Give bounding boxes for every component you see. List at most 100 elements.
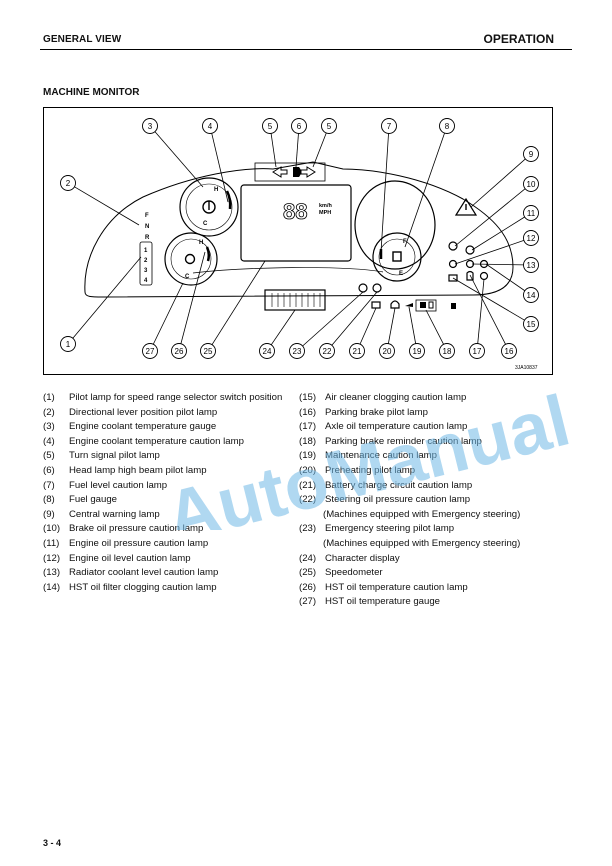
legend-number: (13) <box>43 567 61 579</box>
callout-leader-line <box>471 263 524 266</box>
fuel-icon <box>392 251 402 262</box>
callout-circle <box>379 343 395 359</box>
legend-item: (16)Parking brake pilot lamp <box>299 406 559 421</box>
legend-number: (20) <box>299 464 317 476</box>
callout-circle <box>289 343 305 359</box>
callout-leader-line <box>425 309 444 345</box>
callout-leader-line <box>477 278 485 344</box>
callout-number: 7 <box>387 122 392 131</box>
legend-text: Speedometer <box>325 567 383 579</box>
fuel-gauge <box>372 232 422 282</box>
legend-number: (3) <box>43 421 55 433</box>
callout: 15 <box>452 277 539 332</box>
callout-circle <box>523 205 539 221</box>
callout-leader-line <box>152 282 184 345</box>
legend-number: (25) <box>299 567 317 579</box>
callout: 21 <box>349 307 377 359</box>
callout-number: 16 <box>505 347 514 356</box>
parking-brake-lamp <box>466 270 474 281</box>
callout-circle <box>381 118 397 134</box>
legend-text: HST oil filter clogging caution lamp <box>69 581 217 593</box>
fuel-gauge-full-mark: F <box>403 239 407 245</box>
legend-number: (8) <box>43 494 55 506</box>
callout-leader-line <box>211 260 266 345</box>
svg-text:2: 2 <box>144 258 148 264</box>
callout-circle <box>171 343 187 359</box>
callout-number: 15 <box>527 320 536 329</box>
legend-item: (12)Engine oil level caution lamp <box>43 552 303 567</box>
callout: 5 <box>312 118 337 168</box>
callout-circle <box>439 118 455 134</box>
legend-text: Central warning lamp <box>69 508 160 520</box>
svg-text:3: 3 <box>144 268 148 274</box>
legend-item: (15)Air cleaner clogging caution lamp <box>299 391 559 406</box>
callout: 10 <box>454 176 539 247</box>
legend-item: (5)Turn signal pilot lamp <box>43 449 303 464</box>
callout: 8 <box>404 118 455 248</box>
callout-circle <box>523 257 539 273</box>
svg-text:4: 4 <box>144 278 148 284</box>
legend-item: (11)Engine oil pressure caution lamp <box>43 537 303 552</box>
legend-number: (5) <box>43 450 55 462</box>
callout: 16 <box>469 274 517 359</box>
callout-leader-line <box>469 274 506 345</box>
character-display <box>264 289 326 311</box>
monitor-panel-inner-line <box>192 267 384 274</box>
legend-item: (10)Brake oil pressure caution lamp <box>43 522 303 537</box>
legend-item: (20) Preheating pilot lamp <box>299 464 559 479</box>
callout-leader-line <box>74 186 140 226</box>
callout-number: 17 <box>473 347 482 356</box>
callout: 6 <box>291 118 307 168</box>
legend-number: (24) <box>299 552 317 564</box>
preheating-lamp <box>390 300 400 309</box>
callout-number: 2 <box>66 179 71 188</box>
callout-number: 5 <box>268 122 273 131</box>
callout-circle <box>142 118 158 134</box>
speedometer-display <box>240 184 352 262</box>
callout-number: 12 <box>527 234 536 243</box>
callout-number: 9 <box>529 150 534 159</box>
legend-item: (9) Central warning lamp <box>43 508 303 523</box>
speed-unit-kmh: km/h <box>319 203 332 209</box>
legend-item: (27)HST oil temperature gauge <box>299 595 559 610</box>
callout-circle <box>319 343 335 359</box>
legend-number: (9) <box>43 508 55 520</box>
callout-leader-line <box>359 307 377 345</box>
legend-number: (11) <box>43 537 60 549</box>
turn-high-beam-lamp-group <box>254 162 326 182</box>
legend-text: Preheating pilot lamp <box>325 464 416 476</box>
svg-text:1: 1 <box>144 248 148 254</box>
legend-number: (15) <box>299 392 317 403</box>
legend-text: Engine coolant temperature gauge <box>69 421 217 433</box>
legend-text: Steering oil pressure caution lamp <box>325 494 471 506</box>
callout-number: 8 <box>445 122 450 131</box>
callout-circle <box>523 287 539 303</box>
callout: 14 <box>485 263 539 303</box>
callout-circle <box>523 176 539 192</box>
legend-item: (21)Battery charge circuit caution lamp <box>299 479 559 494</box>
callout-leader-line <box>452 277 525 321</box>
engine-oil-pressure-lamp <box>465 245 475 255</box>
callout-leader-line <box>72 256 142 339</box>
legend-number: (27) <box>299 596 317 608</box>
legend-text: Brake oil pressure caution lamp <box>69 523 204 535</box>
coolant-temp-gauge <box>179 177 239 237</box>
legend-text: Maintenance caution lamp <box>325 450 437 462</box>
callout: 19 <box>408 306 425 359</box>
legend-text: Battery charge circuit caution lamp <box>325 479 473 491</box>
legend-text: Axle oil temperature caution lamp <box>325 421 468 433</box>
callout-circle <box>259 343 275 359</box>
coolant-temp-icon <box>202 200 216 214</box>
legend-text: Emergency steering pilot lamp <box>325 523 455 535</box>
callout: 11 <box>471 205 539 251</box>
callout-leader-line <box>454 240 525 265</box>
callout-circle <box>349 343 365 359</box>
air-cleaner-lamp <box>448 274 458 282</box>
callout: 18 <box>425 309 455 359</box>
header-rule <box>40 49 572 50</box>
callout-number: 26 <box>175 347 184 356</box>
parking-brake-reminder-box <box>415 299 437 312</box>
callout-circle <box>523 146 539 162</box>
callout-number: 18 <box>443 347 452 356</box>
